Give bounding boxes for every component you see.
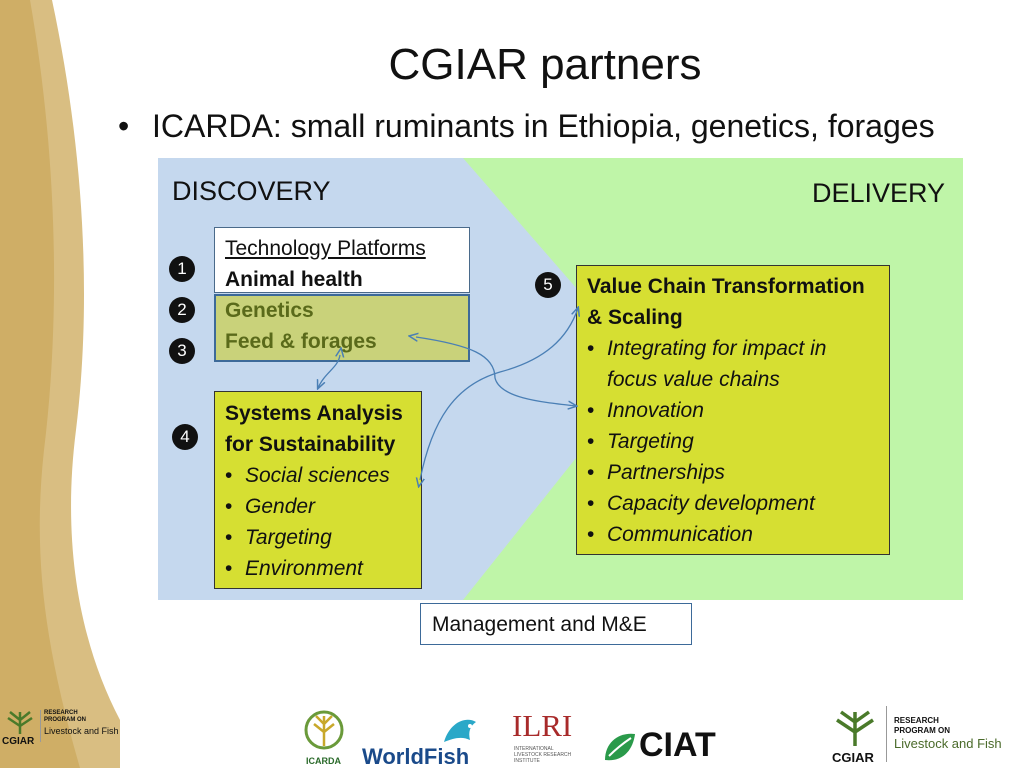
discovery-label: DISCOVERY	[172, 176, 331, 206]
left-logo-line2: PROGRAM ON	[44, 717, 86, 723]
systems-analysis-box	[214, 391, 422, 589]
number-badge-1: 1	[169, 256, 195, 282]
ciat-logo: CIAT	[603, 726, 733, 768]
right-footer-logo: CGIAR RESEARCH PROGRAM ON Livestock and …	[826, 704, 1016, 768]
systems-heading-line2: for Sustainability	[225, 433, 396, 456]
icarda-logo: ICARDA	[300, 706, 350, 768]
technology-platforms-heading: Technology Platforms	[225, 237, 426, 260]
ilri-sub-line2: LIVESTOCK RESEARCH	[514, 752, 572, 758]
worldfish-logo: WorldFish	[362, 712, 480, 769]
value-chain-items-list: •Integrating for impact in focus value c…	[587, 333, 826, 550]
cgiar-wheat-icon	[836, 710, 874, 746]
icarda-emblem-icon	[304, 710, 344, 750]
icarda-logo-text: ICARDA	[306, 756, 341, 766]
left-footer-logo: CGIAR RESEARCH PROGRAM ON Livestock and …	[0, 700, 125, 750]
ilri-sub-line3: INSTITUTE	[514, 758, 540, 764]
decorative-swoosh	[0, 0, 120, 768]
management-box	[420, 603, 692, 645]
ciat-leaf-icon	[605, 733, 635, 761]
genetics-label: Genetics	[225, 299, 314, 322]
systems-items-list: •Social sciences •Gender •Targeting •Env…	[225, 460, 390, 584]
worldfish-fish-icon	[444, 719, 476, 742]
worldfish-logo-text: WorldFish	[362, 744, 470, 769]
technology-platforms-box	[214, 227, 470, 293]
left-logo-line1: RESEARCH	[44, 710, 78, 716]
animal-health-label: Animal health	[225, 268, 363, 291]
management-label: Management and M&E	[432, 613, 647, 636]
list-item: •Environment	[225, 557, 363, 580]
ilri-logo: ILRI INTERNATIONAL LIVESTOCK RESEARCH IN…	[512, 708, 574, 768]
number-badge-2: 2	[169, 297, 195, 323]
right-logo-line1: RESEARCH	[894, 716, 939, 725]
right-logo-line2: PROGRAM ON	[894, 726, 950, 735]
left-logo-org: CGIAR	[2, 736, 35, 747]
number-badge-4: 4	[172, 424, 198, 450]
cgiar-wheat-icon	[7, 711, 33, 734]
feed-forages-label: Feed & forages	[225, 330, 377, 353]
list-item: •Gender	[225, 495, 316, 518]
slide-title: CGIAR partners	[388, 40, 702, 89]
value-chain-heading-line1: Value Chain Transformation	[587, 275, 865, 298]
slide-bullet-text: ICARDA: small ruminants in Ethiopia, gen…	[152, 108, 935, 144]
list-item: •Targeting	[225, 526, 332, 549]
list-item-continuation: focus value chains	[607, 368, 780, 391]
list-item: •Social sciences	[225, 464, 390, 487]
ciat-logo-text: CIAT	[639, 726, 716, 764]
list-item: •Capacity development	[587, 492, 815, 515]
list-item: •Targeting	[587, 430, 694, 453]
value-chain-heading-line2: & Scaling	[587, 306, 683, 329]
number-badge-5: 5	[535, 272, 561, 298]
delivery-label: DELIVERY	[812, 178, 946, 208]
ilri-sub-line1: INTERNATIONAL	[514, 746, 554, 752]
slide-bullet: • ICARDA: small ruminants in Ethiopia, ge…	[118, 108, 935, 145]
right-logo-org: CGIAR	[832, 750, 874, 765]
list-item: •Integrating for impact in	[587, 337, 827, 360]
ilri-logo-text: ILRI	[512, 708, 573, 743]
left-logo-line3: Livestock and Fish	[44, 726, 119, 736]
systems-heading-line1: Systems Analysis	[225, 402, 403, 425]
list-item: •Communication	[587, 523, 753, 546]
bullet-dot: •	[118, 108, 130, 144]
list-item: •Partnerships	[587, 461, 725, 484]
list-item: •Innovation	[587, 399, 704, 422]
right-logo-line3: Livestock and Fish	[894, 736, 1002, 751]
number-badge-3: 3	[169, 338, 195, 364]
